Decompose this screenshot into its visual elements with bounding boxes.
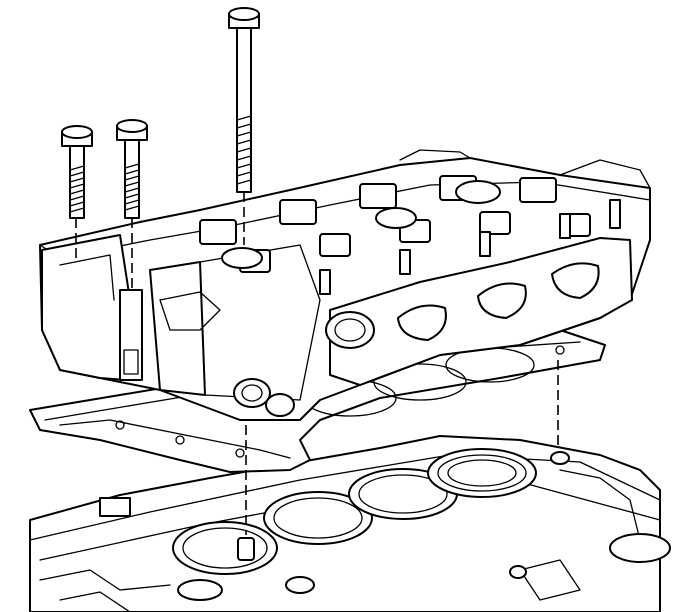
alignment-lines xyxy=(75,192,559,535)
short-bolt-left xyxy=(61,125,93,219)
short-bolt-middle xyxy=(116,119,148,219)
cylinder-head xyxy=(39,149,651,421)
long-bolt-center xyxy=(228,7,260,193)
engine-block xyxy=(29,435,671,612)
cylinder-bores xyxy=(172,448,537,575)
